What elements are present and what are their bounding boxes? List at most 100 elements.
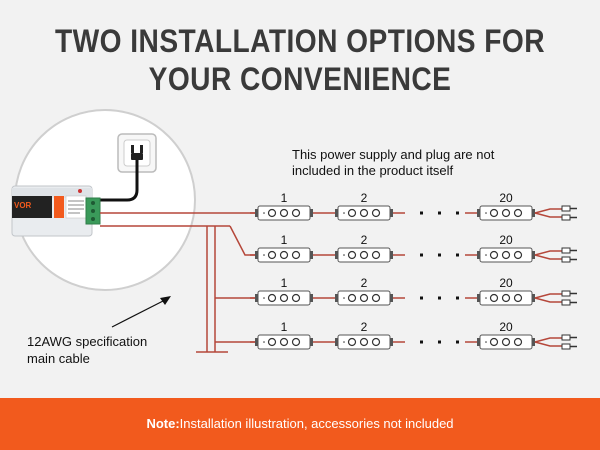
ellipsis-dot (456, 296, 459, 300)
led-module-tab (255, 209, 258, 217)
output-lead (534, 212, 562, 218)
led-icon (291, 337, 301, 347)
led-icon (347, 250, 357, 260)
ellipsis-dot (438, 253, 441, 257)
led-module-mark (343, 254, 345, 256)
led-module-mark (485, 212, 487, 214)
led-module (477, 247, 535, 263)
led-icon (489, 337, 499, 347)
output-lead (534, 337, 562, 343)
ellipsis-dot (420, 253, 423, 257)
power-supply-note: This power supply and plug are not inclu… (292, 147, 494, 179)
ellipsis-dot (420, 211, 423, 215)
led-module-mark (343, 212, 345, 214)
led-module (477, 205, 535, 221)
power-cord (93, 160, 139, 205)
output-lead (534, 293, 562, 299)
ellipsis-dot (456, 211, 459, 215)
led-module-tab (532, 209, 535, 217)
led-module-tab (255, 251, 258, 259)
led-module-mark (343, 297, 345, 299)
module-number-label: 2 (361, 320, 368, 334)
power-supply-note-line-1: This power supply and plug are not (292, 147, 495, 162)
ellipsis-dot (456, 340, 459, 344)
led-module-tab (310, 251, 313, 259)
module-number-label: 2 (361, 233, 368, 247)
connector-icon (561, 256, 571, 263)
module-number-label: 20 (499, 233, 513, 247)
led-icon (501, 250, 511, 260)
led-icon (267, 208, 277, 218)
ellipsis-dot (438, 296, 441, 300)
output-lead (534, 208, 562, 214)
led-icon (371, 250, 381, 260)
connector-icon (561, 299, 571, 306)
led-icon (359, 250, 369, 260)
led-icon (513, 250, 523, 260)
led-icon (291, 208, 301, 218)
led-module (255, 247, 313, 263)
led-module-mark (263, 212, 265, 214)
output-lead (534, 254, 562, 260)
led-icon (501, 293, 511, 303)
led-module-tab (532, 338, 535, 346)
led-module-tab (532, 251, 535, 259)
led-icon (371, 337, 381, 347)
led-module-tab (310, 209, 313, 217)
led-module-tab (390, 251, 393, 259)
ellipsis-dot (456, 253, 459, 257)
led-icon (513, 337, 523, 347)
power-supply-brand: VOR (14, 201, 32, 210)
led-module-mark (263, 341, 265, 343)
led-module-tab (335, 338, 338, 346)
cable-pointer-arrowhead (160, 296, 171, 305)
module-number-label: 20 (499, 276, 513, 290)
led-module-tab (532, 294, 535, 302)
module-number-label: 1 (281, 276, 288, 290)
led-icon (291, 293, 301, 303)
led-module-mark (343, 341, 345, 343)
led-icon (501, 337, 511, 347)
led-module-tab (477, 209, 480, 217)
led-module-mark (485, 341, 487, 343)
led-icon (371, 208, 381, 218)
module-number-label: 1 (281, 320, 288, 334)
connector-icon (561, 334, 571, 341)
led-module (335, 205, 393, 221)
led-module-tab (477, 251, 480, 259)
output-lead (534, 297, 562, 303)
led-module-tab (310, 338, 313, 346)
ellipsis-dot (438, 211, 441, 215)
led-module-mark (263, 297, 265, 299)
led-module-tab (477, 294, 480, 302)
led-module (255, 290, 313, 306)
led-icon (279, 293, 289, 303)
led-icon (359, 337, 369, 347)
led-icon (347, 337, 357, 347)
footer-banner: Note:Installation illustration, accessor… (0, 398, 600, 450)
led-icon (489, 293, 499, 303)
connector-icon (561, 247, 571, 254)
connector-icon (561, 290, 571, 297)
module-number-label: 20 (499, 320, 513, 334)
led-icon (489, 250, 499, 260)
led-module-tab (255, 338, 258, 346)
led-module (477, 290, 535, 306)
power-supply-unit (11, 185, 101, 237)
led-module-mark (485, 254, 487, 256)
led-module-tab (335, 251, 338, 259)
led-module (477, 334, 535, 350)
led-module-tab (390, 338, 393, 346)
led-module (255, 334, 313, 350)
led-icon (513, 208, 523, 218)
led-module-tab (477, 338, 480, 346)
led-icon (359, 293, 369, 303)
led-icon (513, 293, 523, 303)
led-module-tab (390, 209, 393, 217)
main-cable-label: 12AWG specification main cable (27, 333, 147, 367)
led-icon (489, 208, 499, 218)
footer-note-text: Installation illustration, accessories n… (179, 416, 454, 431)
